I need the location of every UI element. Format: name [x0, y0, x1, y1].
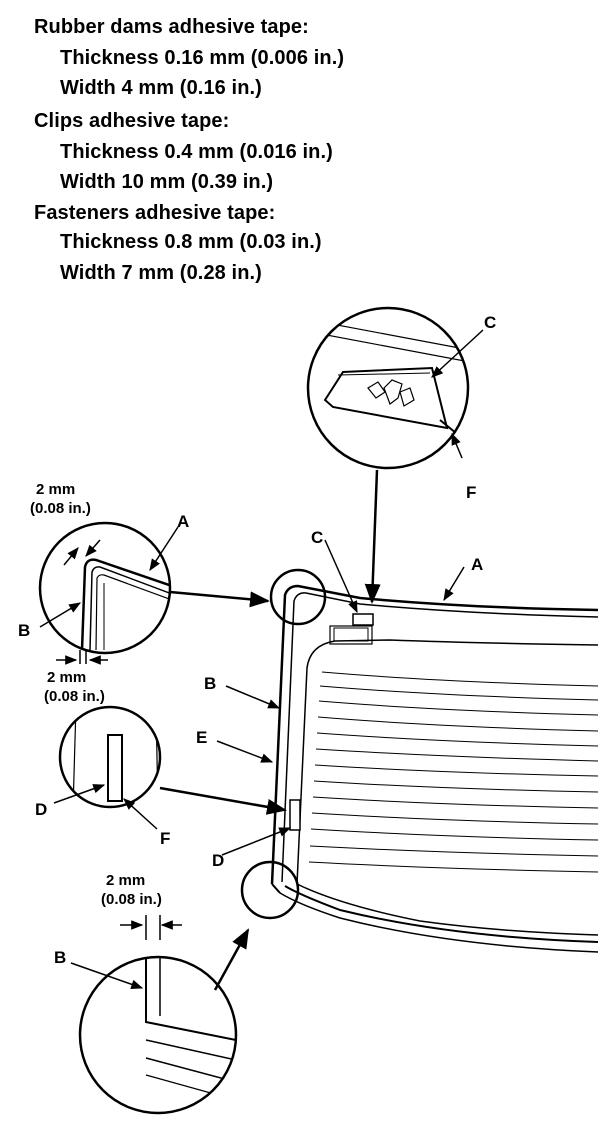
corner-bottom-highlight-circle [240, 860, 300, 920]
label-d-main: D [212, 851, 224, 870]
leader-lines [39, 329, 484, 989]
label-a-main: A [471, 555, 483, 574]
rubber-dams-tape-title: Rubber dams adhesive tape: [34, 16, 309, 38]
label-a-detail: A [177, 512, 189, 531]
rubber-dams-tape-width: Width 4 mm (0.16 in.) [60, 77, 262, 99]
label-b-bottom: B [54, 948, 66, 967]
dimension-side-inch: (0.08 in.) [44, 688, 105, 705]
clips-tape-title: Clips adhesive tape: [34, 110, 230, 132]
detail-circle-fastener [58, 705, 162, 809]
label-d-detail: D [35, 800, 47, 819]
fasteners-tape-thickness: Thickness 0.8 mm (0.03 in.) [60, 231, 322, 253]
fasteners-tape-width: Width 7 mm (0.28 in.) [60, 262, 262, 284]
dimension-side-mm: 2 mm [47, 669, 86, 686]
dimension-bottom-mm: 2 mm [106, 872, 145, 889]
corner-top-highlight-circle [269, 568, 327, 626]
rubber-dams-tape-thickness: Thickness 0.16 mm (0.006 in.) [60, 47, 345, 69]
fastener-d-mark [289, 799, 301, 831]
dimension-top-mm: 2 mm [36, 481, 75, 498]
corner-top-connector-arrow [169, 590, 270, 608]
clips-tape-width: Width 10 mm (0.39 in.) [60, 171, 274, 193]
label-f-detail: F [160, 829, 170, 848]
detail-circle-clip [306, 306, 470, 470]
clip-detail [308, 317, 468, 439]
label-b-main: B [204, 674, 216, 693]
dimension-bottom-inch: (0.08 in.) [101, 891, 162, 908]
label-b-detail: B [18, 621, 30, 640]
detail-circle-corner-top [38, 521, 172, 655]
fastener-connector-arrow [159, 786, 287, 815]
clips-tape-thickness: Thickness 0.4 mm (0.016 in.) [60, 141, 333, 163]
windshield-glass [270, 584, 599, 953]
corner-top-detail [80, 558, 170, 651]
label-f-top: F [466, 483, 476, 502]
clip-connector-arrow [364, 469, 381, 604]
corner-bottom-connector-arrow [213, 928, 250, 991]
label-e-main: E [196, 728, 207, 747]
dimension-top-inch: (0.08 in.) [30, 500, 91, 517]
connector-arrows [159, 469, 381, 991]
clip-c-mark [352, 613, 374, 626]
label-c-top: C [484, 313, 496, 332]
corner-bottom-detail [145, 957, 236, 1101]
detail-circle-corner-bottom [78, 955, 238, 1115]
label-c-main: C [311, 528, 323, 547]
fasteners-tape-title: Fasteners adhesive tape: [34, 202, 276, 224]
